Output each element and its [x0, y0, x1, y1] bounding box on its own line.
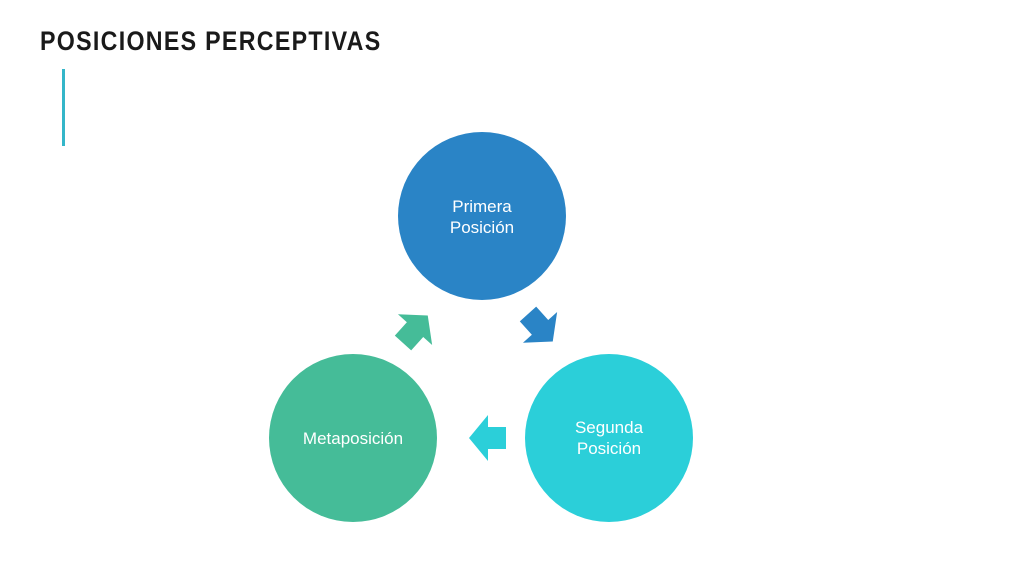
arrow-meta-to-primera — [394, 314, 433, 351]
node-primera-label-line1: Primera — [452, 197, 512, 216]
node-primera-posicion: Primera Posición — [398, 132, 566, 300]
node-metaposicion: Metaposición — [269, 354, 437, 522]
accent-bar — [62, 69, 65, 146]
node-primera-label-line2: Posición — [450, 218, 514, 237]
slide-title: POSICIONES PERCEPTIVAS — [40, 26, 382, 56]
arrow-segunda-to-meta — [469, 415, 506, 461]
node-segunda-posicion: Segunda Posición — [525, 354, 693, 522]
node-segunda-label-line1: Segunda — [575, 418, 644, 437]
node-segunda-circle — [525, 354, 693, 522]
node-primera-circle — [398, 132, 566, 300]
arrow-primera-to-segunda — [519, 306, 558, 343]
node-meta-label: Metaposición — [303, 429, 403, 448]
node-segunda-label-line2: Posición — [577, 439, 641, 458]
node-meta-circle — [269, 354, 437, 522]
